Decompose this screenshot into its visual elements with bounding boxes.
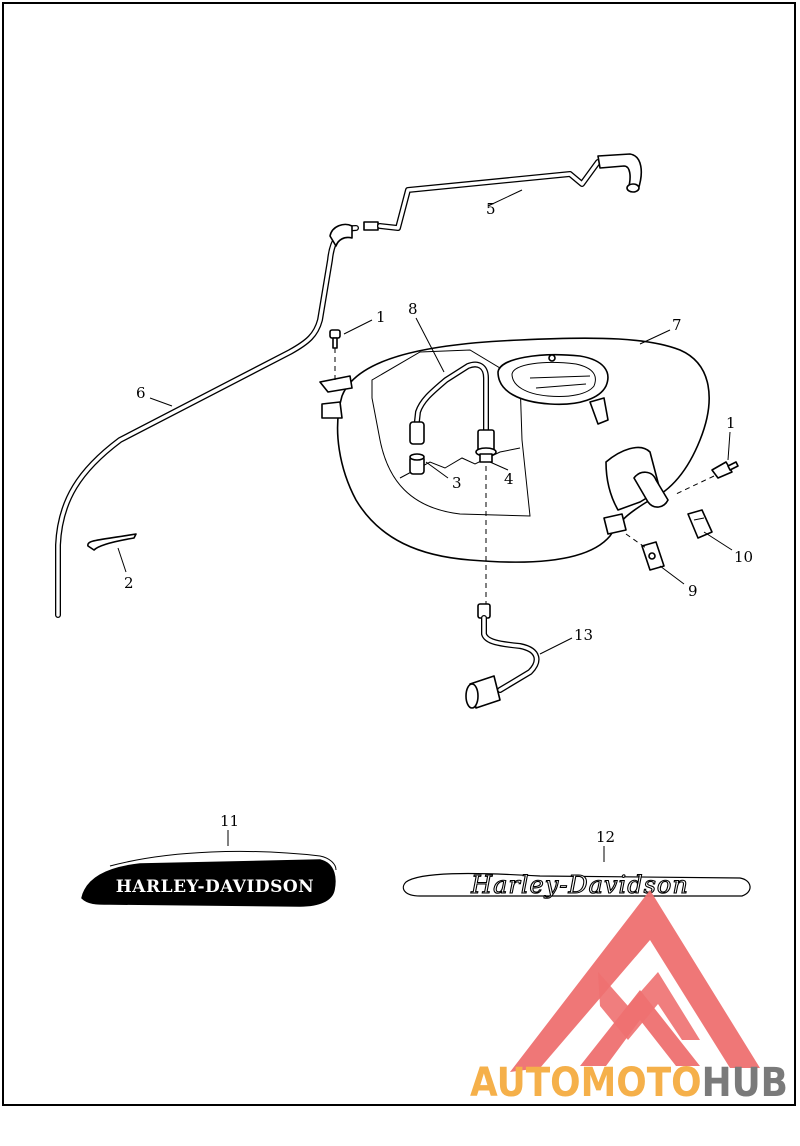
callout-2: 2 — [124, 574, 134, 592]
callout-1-top: 1 — [376, 308, 386, 326]
fuel-line-8 — [409, 361, 489, 445]
watermark-hub: HUB — [702, 1060, 788, 1106]
callout-4: 4 — [504, 470, 514, 488]
fitting-3 — [409, 453, 425, 475]
supply-hose-13 — [465, 603, 540, 709]
watermark-logo — [510, 890, 760, 1072]
screw-1-top — [329, 329, 341, 349]
clip-nut-10 — [687, 509, 713, 539]
diagram-frame — [2, 2, 796, 1106]
callout-1-right: 1 — [726, 414, 736, 432]
callout-8: 8 — [408, 300, 418, 318]
watermark-moto: MOTO — [581, 1060, 702, 1106]
clip-nut-9 — [641, 541, 665, 571]
callout-3: 3 — [452, 474, 462, 492]
watermark-auto: AUTO — [470, 1060, 581, 1106]
fuel-tank-7 — [319, 337, 710, 563]
vent-line-5 — [377, 153, 643, 231]
callout-10: 10 — [734, 548, 753, 566]
callout-11: 11 — [220, 812, 239, 830]
watermark-text: AUTOMOTOHUB — [470, 1060, 788, 1106]
screw-1-right — [711, 461, 739, 479]
callout-6: 6 — [136, 384, 146, 402]
callout-5: 5 — [486, 200, 496, 218]
clip-2 — [87, 533, 137, 551]
callout-12: 12 — [596, 828, 615, 846]
vent-tube-6 — [55, 221, 379, 618]
callout-7: 7 — [672, 316, 682, 334]
fitting-4 — [475, 429, 497, 463]
tank-badge-text: HARLEY-DAVIDSON — [116, 877, 314, 897]
script-badge-text: Harley-Davidson — [470, 871, 689, 899]
callout-13: 13 — [574, 626, 593, 644]
tank-badge-11: HARLEY-DAVIDSON — [81, 850, 337, 907]
callout-9: 9 — [688, 582, 698, 600]
script-badge-12: Harley-Davidson — [402, 870, 751, 900]
